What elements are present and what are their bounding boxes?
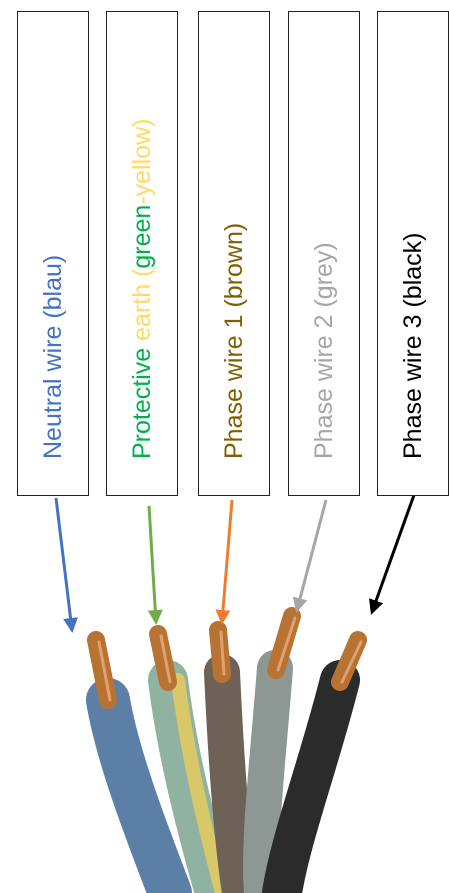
wire-label-text: Phase wire 3 (black): [398, 233, 428, 459]
wire-label-text: Phase wire 1 (brown): [219, 223, 249, 459]
pointer-arrow-brown: [215, 499, 234, 625]
pointer-arrow-grey: [292, 499, 328, 613]
wire-insulation-brown: [204, 654, 258, 893]
pointer-arrow-green-yellow: [147, 505, 163, 625]
copper-highlight: [159, 634, 172, 684]
wire-stripe-yellow: [171, 673, 229, 893]
copper-strands-green-yellow: [149, 625, 177, 691]
copper-highlight: [340, 640, 363, 684]
wire-label-segment: Phase wire 2 (grey): [310, 242, 338, 459]
wire-label-segment: (: [128, 268, 156, 284]
copper-strands-black: [331, 631, 367, 691]
copper-highlight: [219, 630, 226, 676]
copper-highlight: [97, 640, 112, 702]
wire-insulation-blue: [86, 678, 192, 893]
copper-strands-grey: [267, 607, 301, 679]
wire-label-segment: Protective: [128, 340, 156, 459]
pointer-arrow-black: [368, 494, 416, 615]
wire-label-segment: -yellow): [128, 118, 156, 205]
phase-wire-3-label-box: Phase wire 3 (black): [377, 11, 449, 496]
pointer-arrow-blue: [54, 497, 79, 633]
wire-label-segment: Neutral wire (blau): [39, 254, 67, 459]
wire-label-segment: earth: [128, 283, 156, 341]
wire-label-text: Protective earth (green-yellow): [127, 119, 157, 459]
copper-highlight: [276, 616, 297, 672]
phase-wire-2-label-box: Phase wire 2 (grey): [288, 11, 360, 496]
wire-insulation-black: [262, 660, 360, 893]
protective-earth-label-box: Protective earth (green-yellow): [106, 11, 178, 496]
copper-strands-blue: [87, 631, 117, 709]
wire-label-segment: Phase wire 1 (brown): [220, 222, 248, 459]
wire-insulation-grey: [243, 650, 293, 893]
wire-label-segment: green: [128, 204, 156, 269]
phase-wire-1-label-box: Phase wire 1 (brown): [198, 11, 270, 496]
wire-label-segment: Phase wire 3 (black): [399, 232, 427, 459]
wire-label-text: Phase wire 2 (grey): [309, 242, 339, 459]
wire-insulation-green-yellow: [148, 660, 235, 893]
neutral-wire-label-box: Neutral wire (blau): [17, 11, 89, 496]
wire-label-text: Neutral wire (blau): [38, 255, 68, 459]
copper-strands-brown: [209, 621, 231, 683]
